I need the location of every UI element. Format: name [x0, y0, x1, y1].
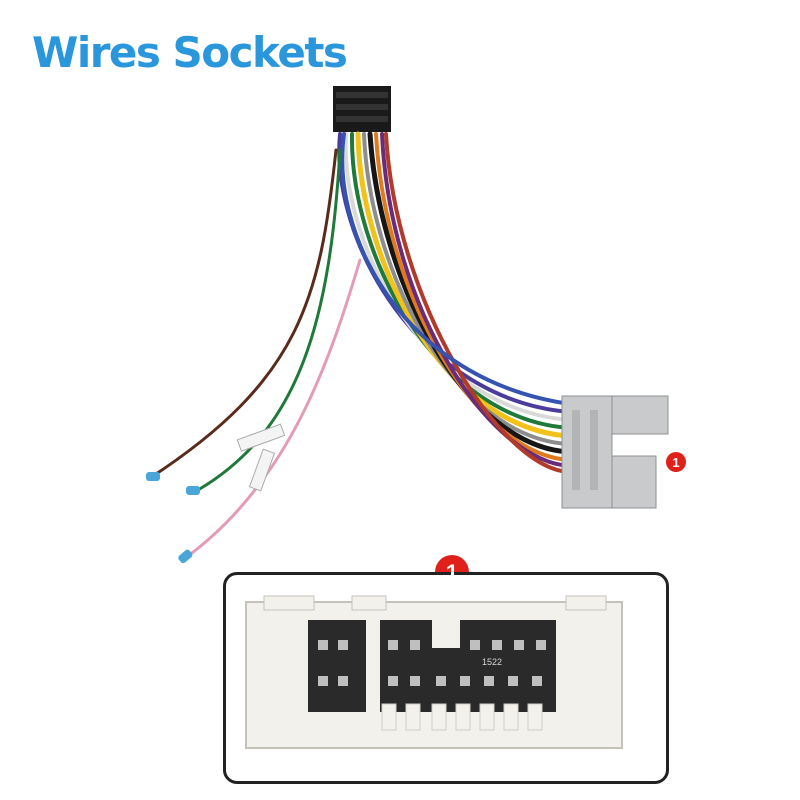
- head-connector: [333, 86, 391, 132]
- page-title: Wires Sockets: [32, 28, 348, 77]
- loose-leads: [146, 148, 362, 564]
- grey-socket: [561, 395, 669, 509]
- socket-detail-frame: [223, 572, 669, 784]
- callout-badge-small: [666, 452, 686, 472]
- wire-bundle: [337, 131, 573, 474]
